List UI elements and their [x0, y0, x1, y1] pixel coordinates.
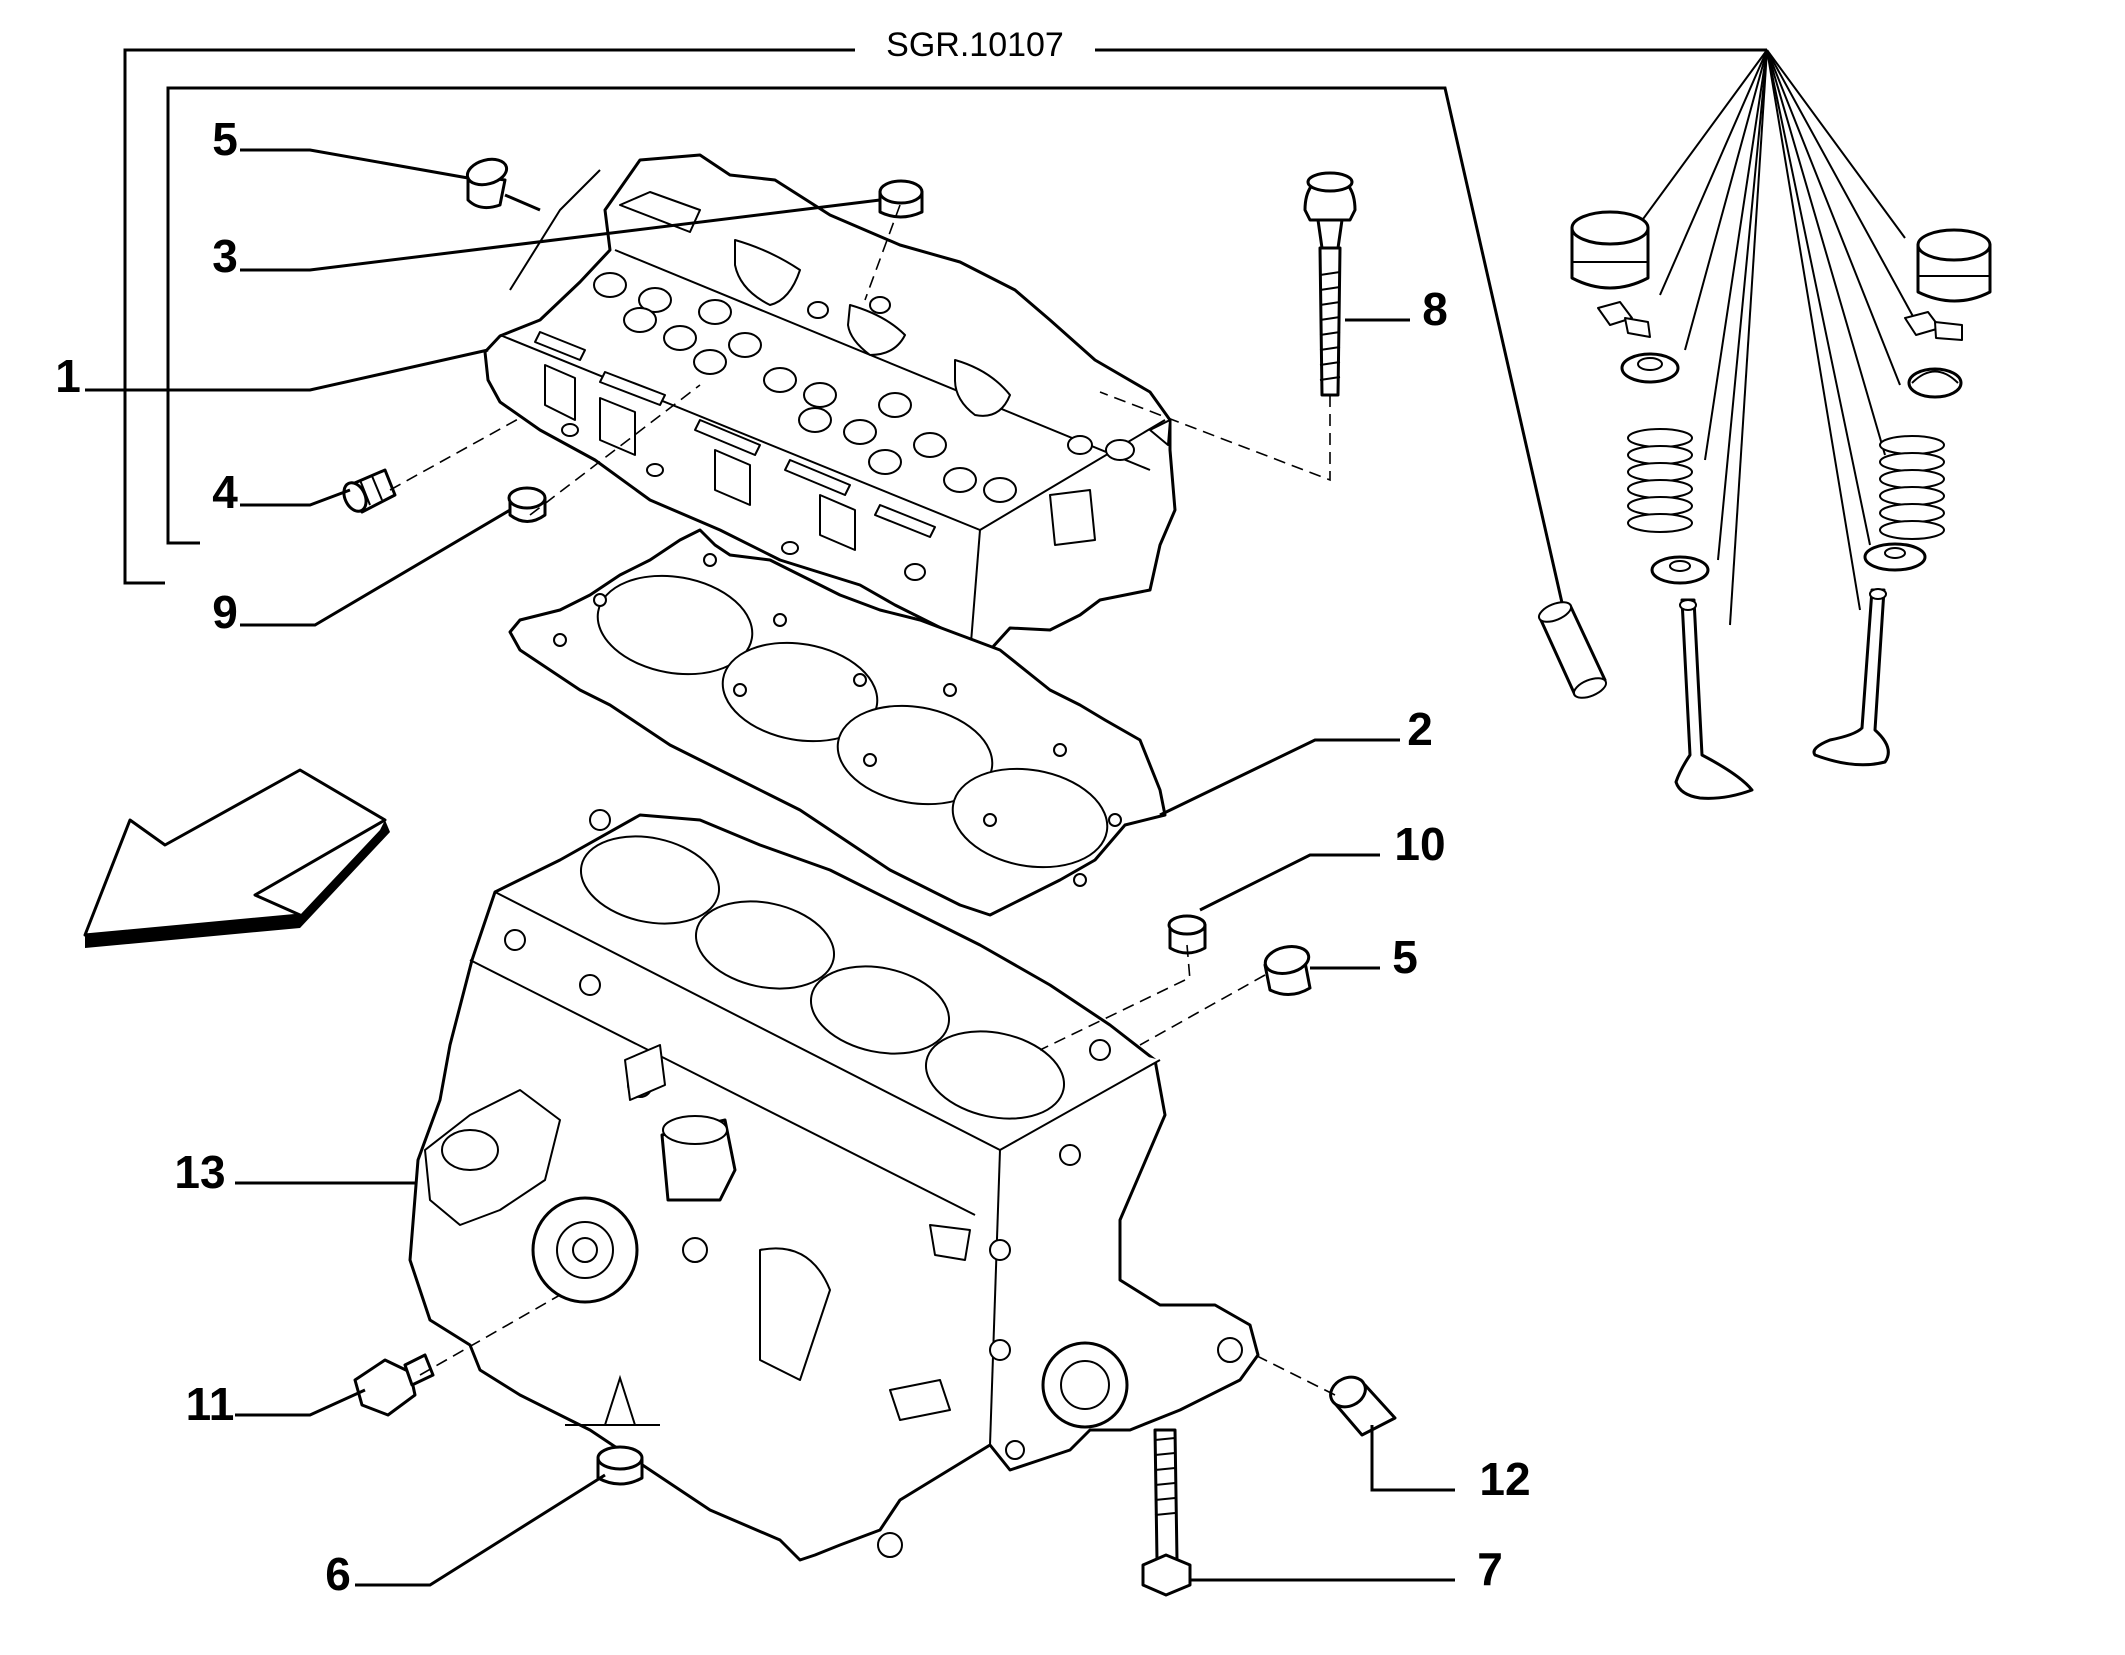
callout-2: 2: [1407, 703, 1433, 755]
callout-5-top: 5: [212, 113, 238, 165]
group-label: SGR.10107: [886, 26, 1064, 64]
valve-kit-left: [1570, 210, 1754, 800]
callout-11: 11: [186, 1378, 235, 1430]
threaded-plug: [342, 468, 397, 514]
cup-plug-mid: [1263, 944, 1312, 996]
callout-13: 13: [174, 1146, 225, 1198]
cylinder-head: [483, 153, 1177, 657]
direction-arrow: [83, 768, 390, 948]
callout-4: 4: [212, 466, 238, 518]
dowel-sleeve: [1329, 1375, 1397, 1437]
callout-12: 12: [1479, 1453, 1530, 1505]
cam-plug: [878, 179, 924, 219]
engine-block: [408, 809, 1260, 1562]
valve-kit-right: [1812, 228, 1992, 767]
group-bracket: SGR.10107: [123, 26, 1916, 661]
callout-9: 9: [212, 586, 238, 638]
callout-1: 1: [55, 350, 81, 402]
callout-3: 3: [212, 230, 238, 282]
block-plug: [596, 1445, 644, 1486]
assembly-lines: [389, 204, 1336, 1426]
dowel-block: [1167, 914, 1207, 955]
main-bolt: [1141, 1428, 1192, 1597]
drain-bolt: [353, 1353, 435, 1417]
valve-guide: [1537, 601, 1608, 699]
callouts: 5 3 1 4 9 8 2 10 5 13 11 6 7 12: [55, 113, 1530, 1600]
cup-plug-top: [465, 157, 509, 210]
head-gasket: [508, 528, 1167, 917]
head-bolt: [1303, 171, 1357, 397]
callout-7: 7: [1477, 1543, 1503, 1595]
leader-lines: [85, 148, 1455, 1587]
callout-6: 6: [325, 1548, 351, 1600]
dowel-head: [507, 486, 547, 523]
callout-8: 8: [1422, 283, 1448, 335]
callout-5-mid: 5: [1392, 931, 1418, 983]
callout-10: 10: [1394, 818, 1445, 870]
